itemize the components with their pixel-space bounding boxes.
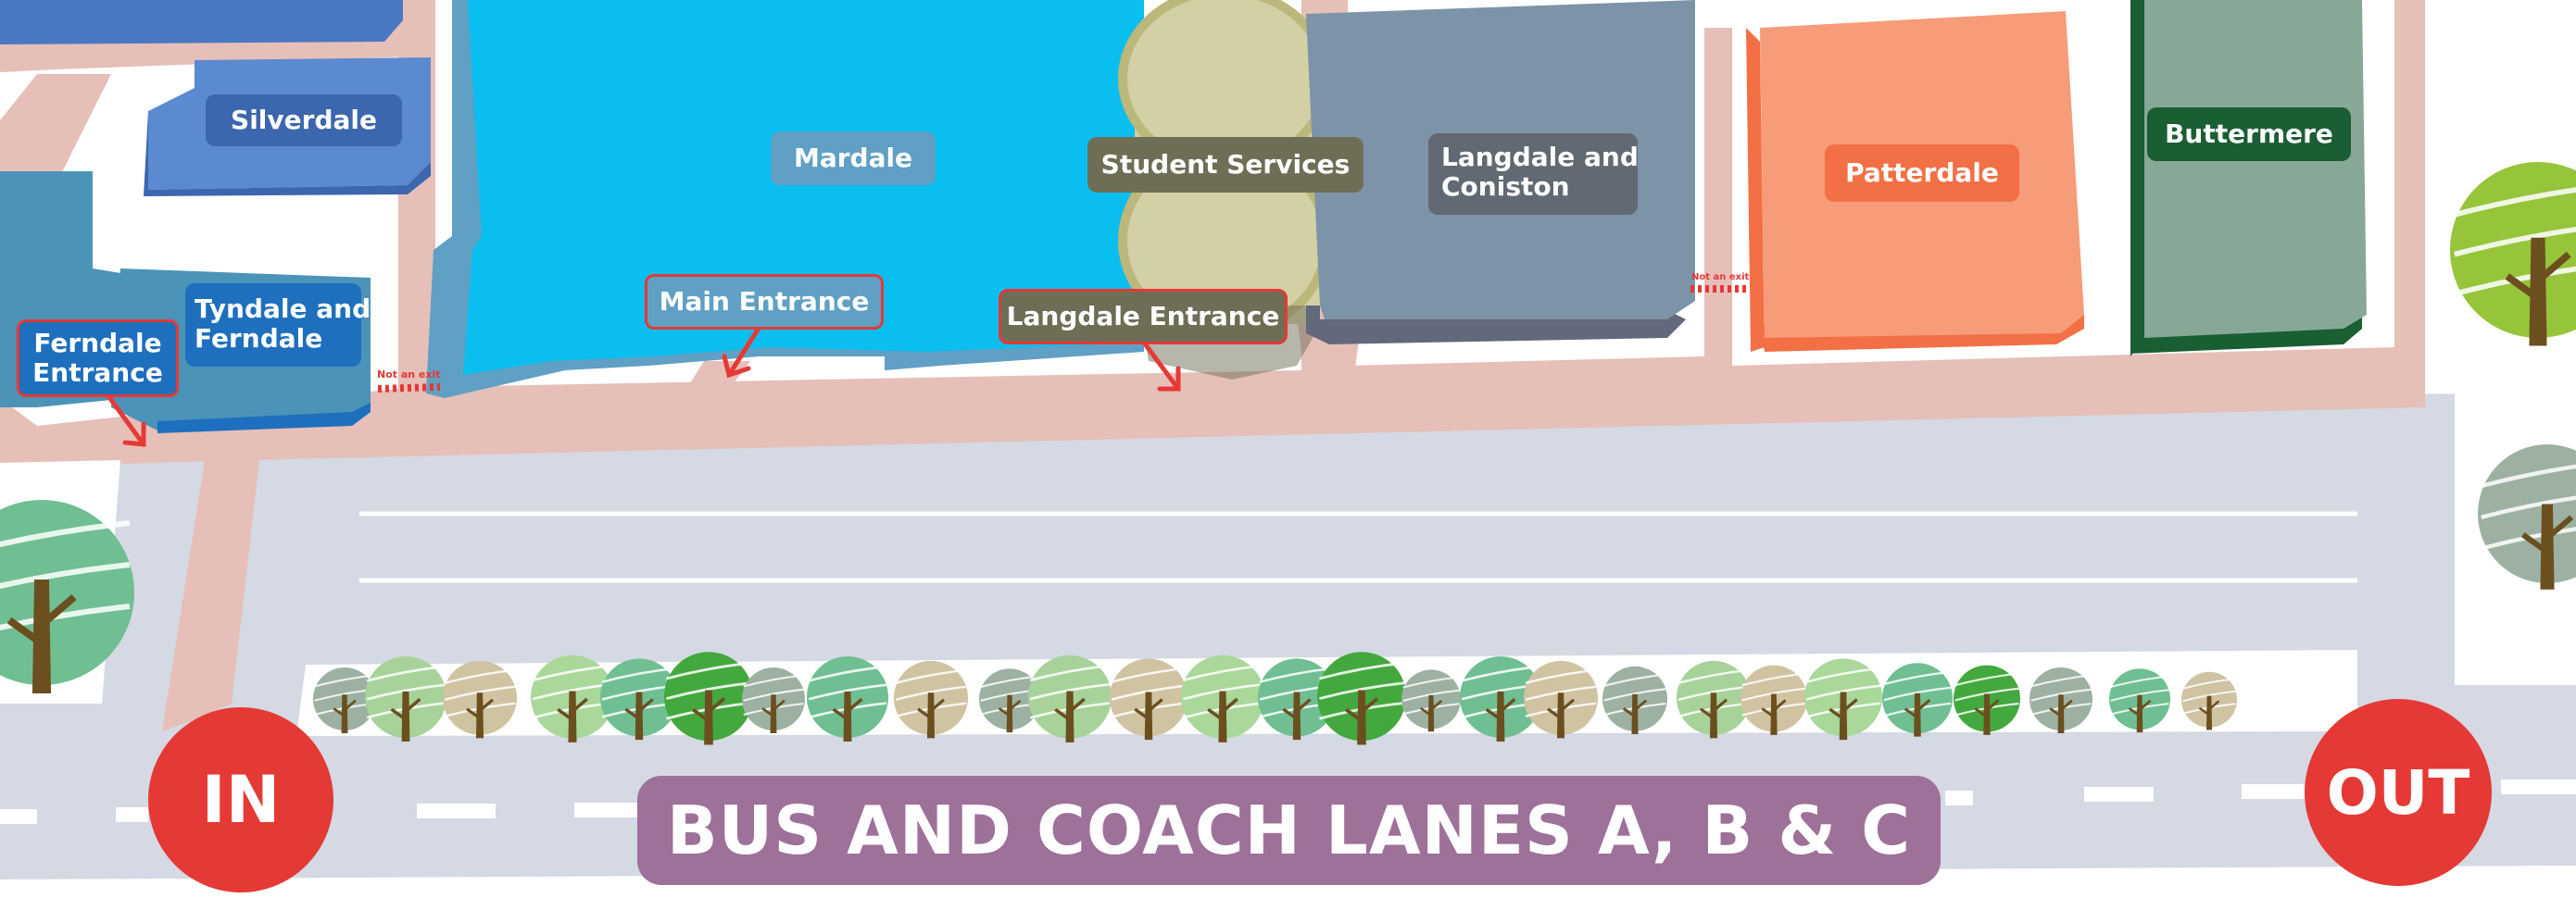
main-entrance-label: Main Entrance <box>645 274 884 330</box>
in-sign: IN <box>148 707 333 892</box>
tree-icon <box>443 660 517 739</box>
footpath-left-diagonal <box>0 74 111 185</box>
buttermere-building <box>2144 0 2367 338</box>
tree-icon <box>1401 669 1461 732</box>
langdale-coniston-line-2: Coniston <box>1441 171 1570 203</box>
tree-icon <box>313 667 376 734</box>
tree-icon <box>1882 663 1953 737</box>
tree-icon <box>1317 652 1406 745</box>
tree-icon <box>0 500 134 693</box>
tree-row <box>313 652 2237 745</box>
not-an-exit-right-label: Not an exit <box>1691 272 1750 282</box>
dashed-centre-line <box>0 780 2576 824</box>
tree-icon <box>1740 665 1807 735</box>
silverdale-shade <box>144 111 431 196</box>
building-top-strip <box>0 0 403 44</box>
lot-left-2 <box>162 460 259 731</box>
tyndale-ferndale-line-1: Tyndale and <box>195 293 371 324</box>
tree-icon <box>2450 162 2576 346</box>
student-services-label: Student Services <box>1087 137 1363 193</box>
side-trees <box>0 162 2576 693</box>
patterdale-label: Patterdale <box>1825 144 2019 202</box>
ferndale-entrance-line-2: Entrance <box>32 357 163 389</box>
tree-icon <box>1110 658 1187 741</box>
not-an-exit-barrier-left <box>377 383 441 393</box>
tree-icon <box>1954 665 2020 735</box>
tyndale-shade <box>157 403 371 433</box>
buttermere-label: Buttermere <box>2147 107 2351 161</box>
tree-icon <box>1460 656 1541 742</box>
tyndale-ferndale-line-2: Ferndale <box>195 323 323 355</box>
tree-icon <box>664 652 753 745</box>
arrow-icon <box>104 391 146 447</box>
mardale-building <box>463 0 1144 375</box>
tree-icon <box>1677 660 1751 739</box>
langdale-entrance-label: Langdale Entrance <box>999 289 1288 344</box>
tyndale-ferndale-label: Tyndale and Ferndale <box>185 283 371 367</box>
out-sign: OUT <box>2305 699 2492 886</box>
mardale-label: Mardale <box>771 131 936 185</box>
arrow-icon <box>1141 340 1181 392</box>
tree-icon <box>807 656 888 742</box>
patterdale-shade <box>1746 28 1765 352</box>
tree-icon <box>2478 444 2576 590</box>
tree-icon <box>2109 668 2170 733</box>
not-an-exit-left-label: Not an exit <box>377 368 441 380</box>
tree-icon <box>742 667 805 734</box>
tree-icon <box>1524 660 1598 739</box>
bus-coach-lanes-banner: BUS AND COACH LANES A, B & C <box>637 776 1941 885</box>
ferndale-entrance-line-1: Ferndale <box>33 328 162 358</box>
tree-icon <box>600 658 678 741</box>
tree-icon <box>365 656 446 742</box>
arrow-icon <box>722 324 762 379</box>
tree-icon <box>1602 666 1667 734</box>
tree-icon <box>894 660 968 739</box>
tree-icon <box>2029 667 2092 734</box>
buttermere-shade <box>2130 0 2144 356</box>
tree-icon <box>2181 671 2237 730</box>
langdale-coniston-label: Langdale and Coniston <box>1428 133 1639 215</box>
tree-icon <box>1028 655 1112 742</box>
tree-icon <box>1804 658 1882 741</box>
ferndale-entrance-label: Ferndale Entrance <box>17 319 179 397</box>
tree-icon <box>1181 655 1264 742</box>
langdale-coniston-line-1: Langdale and <box>1441 142 1639 172</box>
silverdale-label: Silverdale <box>206 94 402 146</box>
